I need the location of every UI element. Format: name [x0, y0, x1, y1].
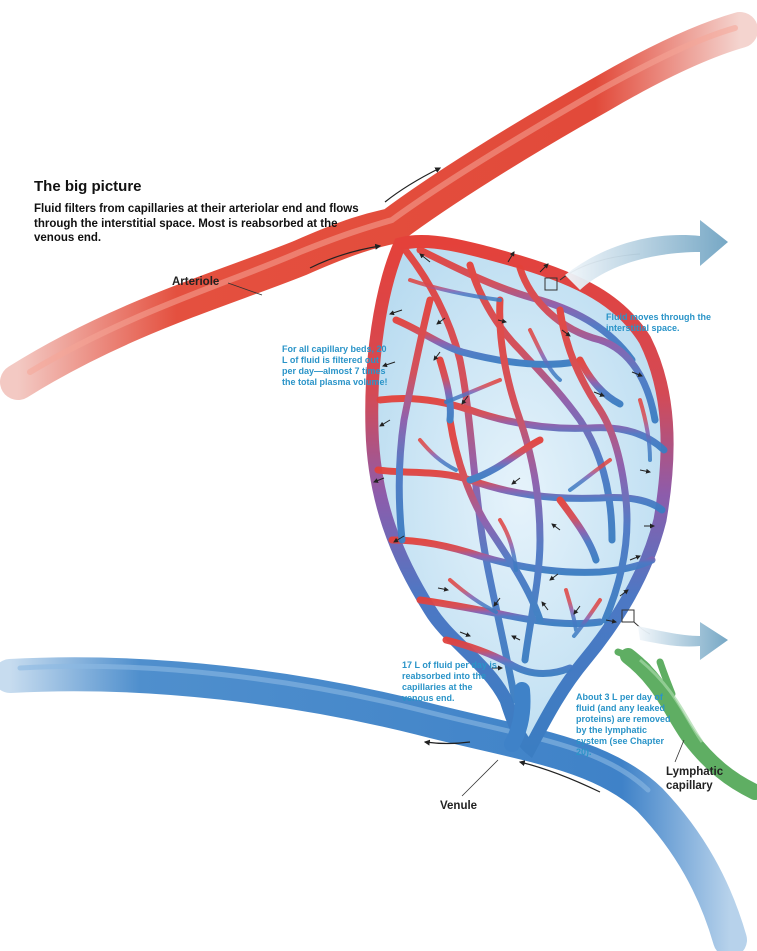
lymph-note: About 3 L per day of fluid (and any leak…: [576, 692, 676, 758]
filtered-note: For all capillary beds, 20 L of fluid is…: [282, 344, 394, 388]
venule-label: Venule: [440, 800, 477, 812]
big-arrow-upper: [565, 220, 728, 290]
big-arrow-lower: [638, 622, 728, 660]
interstitial-note: Fluid moves through the interstitial spa…: [606, 312, 716, 334]
intro-text: Fluid filters from capillaries at their …: [34, 202, 364, 246]
arteriole-label: Arteriole: [172, 276, 219, 288]
page-title: The big picture: [34, 178, 142, 195]
reabsorbed-note: 17 L of fluid per day is reabsorbed into…: [402, 660, 498, 704]
lymphatic-capillary-label: Lymphatic capillary: [666, 765, 736, 793]
